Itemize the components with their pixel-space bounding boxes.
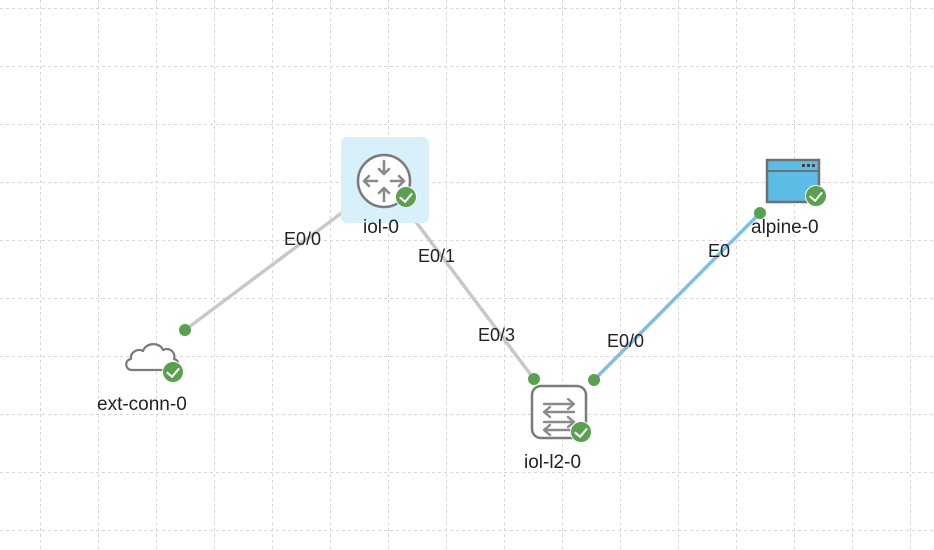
link-iol-l2-0-alpine-0[interactable] xyxy=(592,211,762,382)
port-label-alpine-0-e0: E0 xyxy=(708,241,731,261)
status-check-icon xyxy=(395,186,417,208)
node-iol-0[interactable] xyxy=(341,137,429,223)
port-label-iol-0-e0-0: E0/0 xyxy=(284,229,322,249)
port-dot-iol-l2-0-e0-0 xyxy=(588,374,600,386)
port-dot-ext-conn-0 xyxy=(179,324,191,336)
node-label-iol-0: iol-0 xyxy=(363,217,399,238)
port-label-iol-l2-0-e0-0: E0/0 xyxy=(607,331,645,351)
node-label-ext-conn-0: ext-conn-0 xyxy=(97,394,187,415)
link-iol-0-iol-l2-0[interactable] xyxy=(408,212,536,381)
node-alpine-0[interactable] xyxy=(765,158,829,212)
node-ext-conn-0[interactable] xyxy=(122,338,188,386)
node-label-alpine-0: alpine-0 xyxy=(751,217,819,238)
status-check-icon xyxy=(162,361,184,383)
node-iol-l2-0[interactable] xyxy=(530,384,592,444)
status-check-icon xyxy=(805,185,827,207)
link-ext-conn-0-iol-0[interactable] xyxy=(183,204,353,332)
status-check-icon xyxy=(570,421,592,443)
port-dot-alpine-0-e0 xyxy=(754,207,766,219)
port-label-iol-0-e0-1: E0/1 xyxy=(418,246,456,266)
node-label-iol-l2-0: iol-l2-0 xyxy=(524,452,582,473)
port-dot-iol-l2-0-e0-3 xyxy=(528,373,540,385)
port-label-iol-l2-0-e0-3: E0/3 xyxy=(478,325,516,345)
